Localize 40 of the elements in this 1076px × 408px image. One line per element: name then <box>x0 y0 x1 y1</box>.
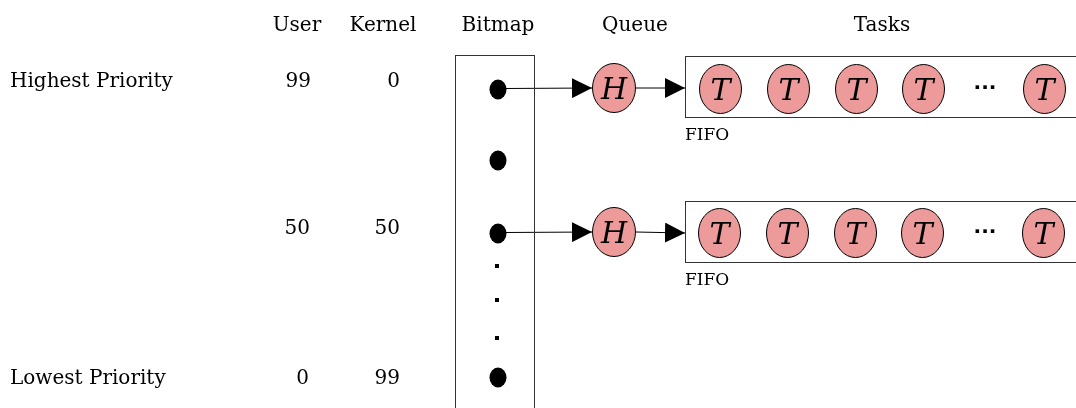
column-header: Tasks <box>852 12 912 36</box>
priority-number: 0 <box>295 365 309 389</box>
bitmap-dot <box>489 223 507 244</box>
arrow <box>635 78 686 98</box>
bitmap-dot <box>489 150 507 171</box>
ellipsis-text: ... <box>972 70 998 94</box>
fifo-box <box>685 201 1076 263</box>
task-circle: T <box>699 64 742 114</box>
column-header: Queue <box>601 12 669 36</box>
queue-head-circle: H <box>592 207 636 257</box>
task-circle: T <box>834 208 877 258</box>
task-circle: T <box>766 208 809 258</box>
task-circle: T <box>1023 64 1066 114</box>
priority-number: 50 <box>373 215 400 239</box>
task-circle: T <box>698 208 741 258</box>
row-label: Lowest Priority <box>10 365 166 389</box>
fifo-caption: FIFO <box>685 123 730 146</box>
priority-number: 0 <box>386 68 400 92</box>
priority-number: 99 <box>373 365 400 389</box>
arrow <box>505 78 593 99</box>
task-circle: T <box>901 208 944 258</box>
bitmap-dot <box>489 79 507 100</box>
bitmap-dot <box>489 367 507 388</box>
ellipsis-text: ... <box>972 214 998 238</box>
task-circle: T <box>835 64 878 114</box>
row-label: Highest Priority <box>10 68 173 92</box>
task-circle: T <box>902 64 945 114</box>
task-circle: T <box>767 64 810 114</box>
fifo-box <box>685 56 1076 118</box>
fifo-caption: FIFO <box>685 268 730 291</box>
priority-number: 50 <box>283 215 310 239</box>
column-header: User <box>271 12 323 36</box>
column-header: Kernel <box>348 12 418 36</box>
priority-number: 99 <box>284 68 311 92</box>
arrow <box>635 222 686 243</box>
task-circle: T <box>1022 208 1065 258</box>
bitmap-box <box>455 55 535 408</box>
queue-head-circle: H <box>592 63 636 113</box>
column-header: Bitmap <box>460 12 536 36</box>
arrow <box>505 222 593 243</box>
